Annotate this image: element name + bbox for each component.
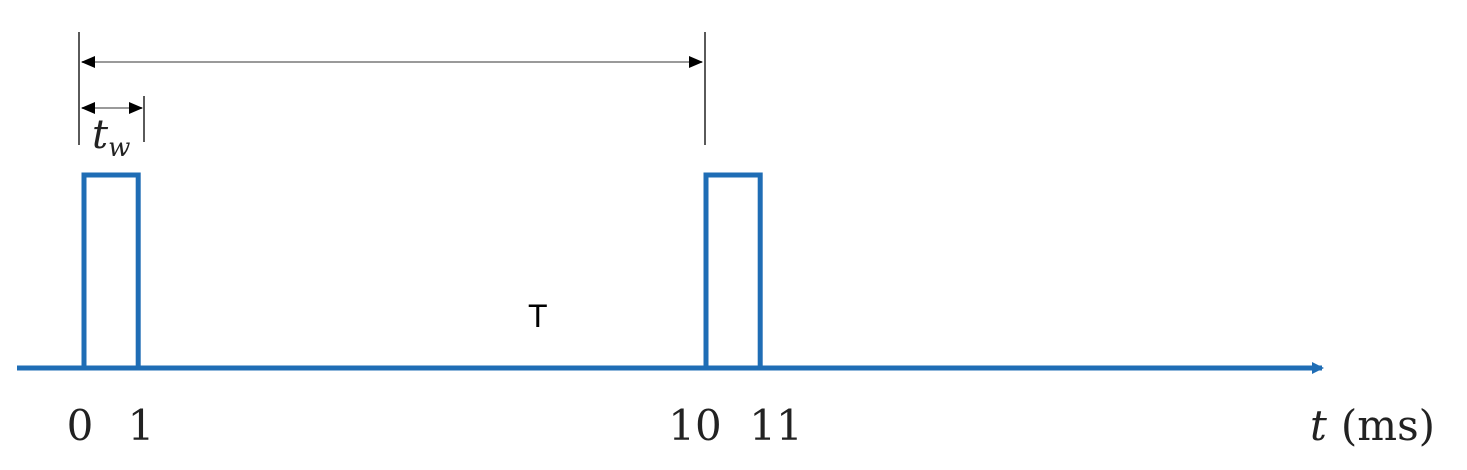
axis-unit: (ms): [1341, 401, 1435, 450]
axis-label: t (ms): [1310, 401, 1435, 450]
tick-labels: 0 1 10 11: [67, 401, 803, 450]
tick-label-10: 10: [668, 401, 721, 450]
pulse-width-subscript: w: [108, 133, 130, 163]
pulse-width-dimension: tw: [81, 96, 145, 163]
axis-symbol: t: [1310, 401, 1327, 450]
tick-label-1: 1: [128, 401, 155, 450]
period-label: T: [528, 298, 548, 334]
period-dimension: [78, 32, 706, 145]
tick-label-11: 11: [749, 401, 802, 450]
pulse-width-symbol: t: [92, 112, 109, 158]
pulse-waveform: [17, 172, 1302, 371]
pulse-width-label: tw: [92, 112, 130, 163]
tick-label-0: 0: [67, 401, 94, 450]
